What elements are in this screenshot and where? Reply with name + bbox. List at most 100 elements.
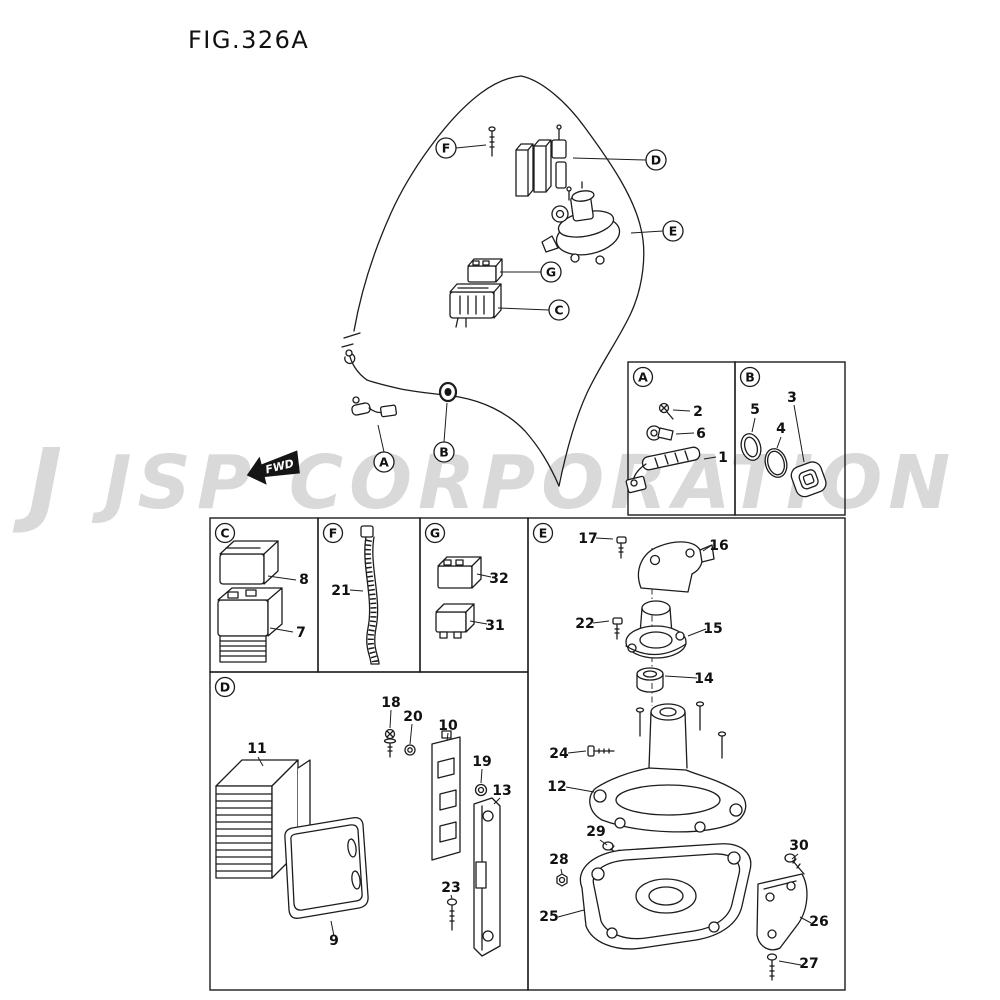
relay-32 <box>437 556 482 589</box>
part-number-14: 14 <box>694 671 714 687</box>
bolt-23 <box>446 898 458 931</box>
part-number-29: 29 <box>586 824 605 840</box>
part-number-12: 12 <box>547 779 566 795</box>
callout-circle-g <box>540 261 562 283</box>
box-label-b: B <box>745 370 755 385</box>
detail-boxes <box>209 361 846 991</box>
part-number-5: 5 <box>750 402 760 418</box>
box-e-parts: 17 16 22 15 14 24 12 29 28 25 30 26 27 <box>539 531 829 981</box>
grommet-on-cowl <box>438 381 458 403</box>
part-number-1: 1 <box>718 450 728 466</box>
part-number-32: 32 <box>489 571 508 587</box>
box-label-e: E <box>539 526 548 541</box>
outboard-cowl-outline <box>341 75 645 487</box>
cowl-lower-left-join <box>348 352 368 381</box>
callout-circle-c <box>548 299 570 321</box>
box-c-parts: 8 7 <box>217 540 309 663</box>
bolt-30 <box>784 853 805 875</box>
part-number-21: 21 <box>331 583 350 599</box>
cowl-bottom-edge <box>366 379 560 487</box>
box-b-parts: 5 4 3 <box>740 390 827 498</box>
nut-20 <box>404 744 416 756</box>
box-f-leaders <box>349 589 364 592</box>
box-a-parts: 2 6 1 <box>625 402 728 494</box>
box-labels: A B C F G D E <box>214 366 761 698</box>
callout-b: B <box>439 445 449 460</box>
box-label-d: D <box>220 680 230 695</box>
box-g-leaders <box>469 573 492 625</box>
part-number-24: 24 <box>549 746 569 762</box>
box-label-a: A <box>638 370 648 385</box>
box-label-circle-c <box>214 522 236 544</box>
callout-c: C <box>554 303 563 318</box>
cowl-clamp-pin <box>345 349 353 357</box>
box-g-parts: 32 31 <box>435 556 509 639</box>
box-label-circle-a <box>632 366 654 388</box>
box-label-g: G <box>430 526 440 541</box>
cdi-on-cowl <box>449 283 502 328</box>
bolt-24 <box>587 745 615 757</box>
part-number-10: 10 <box>438 718 458 734</box>
ecu-cover-9 <box>284 817 369 919</box>
part-number-11: 11 <box>247 741 266 757</box>
nut-28 <box>556 873 568 887</box>
bracket-10 <box>431 730 461 861</box>
part-number-15: 15 <box>703 621 722 637</box>
figure-callout-leaders <box>377 144 664 453</box>
callout-circle-a <box>373 451 395 473</box>
box-e <box>527 517 846 991</box>
sensor-1 <box>625 446 701 494</box>
o-ring-4 <box>764 448 788 478</box>
callout-g: G <box>546 265 556 280</box>
bracket-13 <box>473 797 501 957</box>
box-label-c: C <box>220 526 229 541</box>
grommet-19 <box>474 783 488 797</box>
part-number-20: 20 <box>403 709 423 725</box>
starter-motor-assembly <box>541 181 621 265</box>
callout-e: E <box>669 224 678 239</box>
callout-f: F <box>442 141 451 156</box>
part-number-7: 7 <box>296 625 306 641</box>
box-label-circle-f <box>322 522 344 544</box>
part-number-19: 19 <box>472 754 491 770</box>
part-number-2: 2 <box>693 404 703 420</box>
cowl-left-edge <box>353 75 522 332</box>
cable-tie-21 <box>360 525 380 665</box>
part-number-27: 27 <box>799 956 818 972</box>
part-number-28: 28 <box>549 852 568 868</box>
watermark-prefix: J <box>12 429 62 536</box>
box-f-parts: 21 <box>331 525 380 665</box>
box-label-circle-d <box>214 676 236 698</box>
box-label-f: F <box>329 526 338 541</box>
part-number-22: 22 <box>575 616 594 632</box>
part-number-8: 8 <box>299 572 309 588</box>
side-bracket-26 <box>756 873 808 951</box>
cowl-right-edge <box>520 75 645 487</box>
figure-title: FIG.326A <box>188 26 309 54</box>
screw-part-f <box>488 126 496 157</box>
part-number-31: 31 <box>485 618 504 634</box>
part-number-6: 6 <box>696 426 706 442</box>
cdi-unit-7 <box>217 587 283 663</box>
bolt-22 <box>612 617 623 640</box>
box-c-leaders <box>267 575 297 633</box>
part-number-30: 30 <box>789 838 809 854</box>
bolt-27 <box>766 953 778 981</box>
part-number-26: 26 <box>809 914 828 930</box>
sensor-on-cowl <box>351 396 398 418</box>
clamp-6 <box>646 425 674 441</box>
box-e-leaders <box>557 537 812 966</box>
part-number-23: 23 <box>441 880 460 896</box>
relay-31 <box>435 603 475 639</box>
box-b-leaders <box>751 404 805 463</box>
figure-callouts: F D E G C A B <box>373 137 684 473</box>
callout-a: A <box>379 455 389 470</box>
part-number-9: 9 <box>329 933 339 949</box>
part-number-16: 16 <box>709 538 728 554</box>
lower-pan-25 <box>579 843 752 950</box>
bolt-17 <box>616 536 627 559</box>
ignition-coil-stack <box>515 124 572 201</box>
box-d-parts: 11 18 20 10 19 13 23 9 <box>215 695 512 957</box>
